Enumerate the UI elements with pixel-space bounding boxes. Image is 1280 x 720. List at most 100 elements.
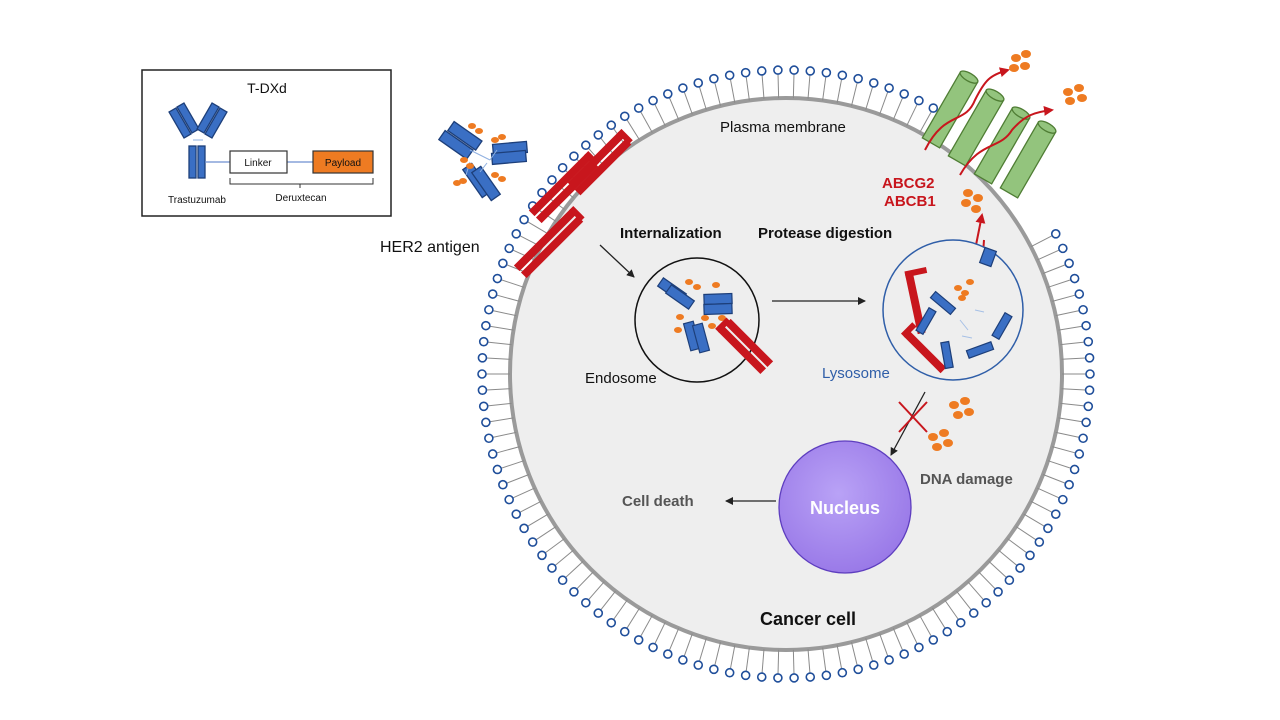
lipid-head: [1069, 273, 1080, 284]
lipid-tail: [1015, 526, 1037, 541]
lipid-head: [492, 273, 503, 284]
lipid-tail: [807, 649, 811, 674]
lipid-head: [1058, 243, 1068, 254]
lipid-head: [868, 78, 879, 88]
lipid-head: [693, 660, 704, 670]
lipid-tail: [487, 402, 512, 407]
lipid-tail: [527, 221, 549, 235]
lipid-head: [569, 151, 579, 161]
lipid-tail: [698, 86, 707, 110]
lipid-head: [678, 655, 688, 665]
lipid-head: [648, 642, 658, 653]
lipid-head: [1043, 523, 1053, 534]
lipid-head: [547, 563, 557, 573]
lipid-head: [837, 70, 848, 81]
lipid-head: [504, 243, 514, 254]
lipid-tail: [714, 641, 721, 666]
cell-death-label: Cell death: [622, 493, 694, 510]
lipid-tail: [1037, 249, 1060, 261]
lipid-tail: [698, 638, 707, 662]
lipid-head: [1058, 494, 1068, 505]
lipid-tail: [807, 74, 811, 99]
lipid-tail: [879, 91, 889, 115]
plasma-membrane-label: Plasma membrane: [720, 119, 846, 136]
lipid-tail: [865, 638, 874, 662]
lipid-head: [662, 89, 673, 99]
lipid-tail: [792, 74, 795, 99]
legend-title: T-DXd: [247, 80, 287, 96]
lipid-tail: [822, 647, 827, 672]
lipid-head: [853, 73, 863, 84]
cancer-cell: [477, 65, 1095, 683]
lipid-tail: [640, 111, 653, 133]
lipid-tail: [1042, 474, 1066, 484]
payload-box: [312, 150, 374, 174]
lipid-tail: [668, 628, 680, 651]
lipid-head: [633, 103, 644, 113]
lipid-head: [837, 667, 848, 678]
lipid-tail: [654, 621, 666, 645]
lipid-head: [1084, 353, 1095, 363]
deruxtecan-bracket: [229, 178, 374, 188]
lipid-tail: [892, 97, 904, 120]
lipid-tail: [654, 103, 666, 127]
lipid-head: [884, 655, 894, 665]
lipid-head: [1069, 464, 1080, 475]
lipid-tail: [1060, 341, 1085, 346]
lipid-tail: [489, 417, 514, 423]
endosome-label: Endosome: [585, 370, 657, 387]
lipid-tail: [1023, 513, 1045, 527]
lipid-tail: [988, 560, 1007, 578]
lipid-head: [1083, 336, 1094, 347]
lipid-head: [1050, 229, 1061, 239]
lipid-head: [478, 401, 489, 412]
lipid-head: [593, 130, 604, 140]
lipid-head: [789, 673, 799, 683]
lipid-tail: [492, 310, 517, 317]
lipid-tail: [777, 74, 780, 99]
lipid-tail: [1052, 294, 1076, 302]
lipid-head: [899, 649, 910, 659]
lipid-head: [773, 65, 783, 75]
lipid-head: [557, 162, 568, 173]
lipid-head: [504, 494, 514, 505]
lipid-tail: [1060, 402, 1085, 407]
antibody-icon: [168, 102, 228, 179]
lipid-tail: [1042, 264, 1066, 274]
lipid-tail: [1061, 388, 1086, 391]
lipid-head: [756, 672, 767, 682]
lysosome: [882, 239, 1024, 381]
lipid-tail: [1047, 279, 1071, 288]
lipid-tail: [1052, 446, 1076, 454]
abcb1-label: ABCB1: [884, 193, 936, 210]
lipid-head: [789, 65, 799, 75]
cytoplasm: [510, 98, 1062, 650]
lipid-head: [773, 673, 783, 683]
lipid-head: [484, 433, 494, 444]
lipid-head: [914, 642, 924, 653]
lipid-head: [955, 617, 966, 628]
lipid-tail: [1030, 235, 1053, 248]
internalization-label: Internalization: [620, 225, 722, 242]
lipid-head: [484, 304, 494, 315]
t-dxd-legend-box: T-DXd Linker Payload Trastuzumab Deruxte…: [141, 69, 392, 217]
free-adc-payloads: [453, 123, 506, 186]
lipid-head: [593, 608, 604, 618]
protease-digestion-label: Protease digestion: [758, 225, 892, 242]
lipid-head: [724, 70, 735, 81]
her2-antigen-label: HER2 antigen: [380, 239, 480, 256]
lipid-tail: [956, 590, 972, 611]
lipid-tail: [931, 607, 946, 629]
lipid-tail: [822, 76, 827, 101]
internalization-arrow: [599, 244, 635, 278]
lipid-head: [1083, 401, 1094, 412]
lipid-tail: [492, 431, 517, 438]
lipid-head: [481, 417, 491, 428]
trastuzumab-label: Trastuzumab: [168, 195, 226, 206]
cancer-cell-label: Cancer cell: [760, 609, 856, 629]
lipid-tail: [1030, 500, 1053, 513]
lipid-tail: [512, 487, 535, 499]
lipid-tail: [851, 82, 858, 107]
lipid-tail: [967, 581, 984, 601]
payload-label: Payload: [325, 158, 361, 169]
